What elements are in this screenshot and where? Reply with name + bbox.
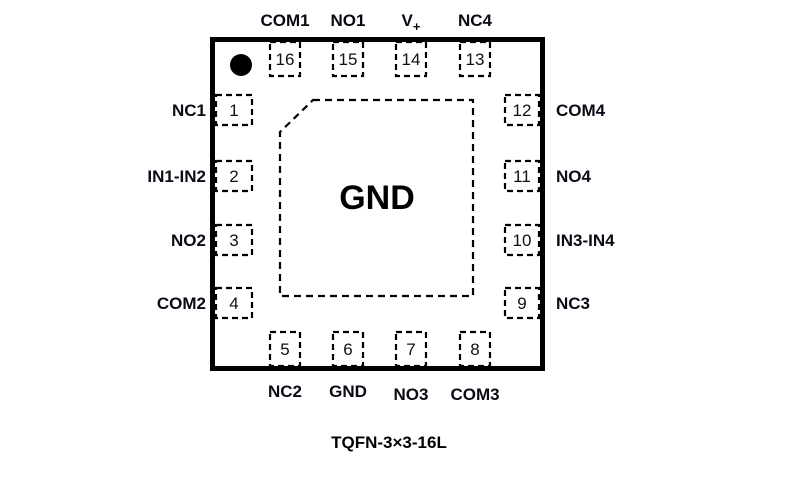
pin-number: 9 (517, 294, 526, 313)
pin-label: COM1 (260, 11, 309, 30)
pin-2: 2 IN1-IN2 (147, 159, 254, 193)
pin-pad-outline (214, 93, 254, 127)
pin-number: 11 (513, 167, 531, 186)
pin1-marker-dot (230, 54, 252, 76)
pin-label-subscript: + (413, 19, 421, 34)
pin-label-text: NO3 (394, 385, 429, 404)
pin-label: NO1 (331, 11, 366, 30)
pin-label: NO2 (171, 231, 206, 250)
pin-pad-outline (503, 93, 541, 127)
pin-15: 15 NO1 (331, 11, 366, 78)
pin-label: NO3 (394, 385, 429, 404)
pin-label-text: NO2 (171, 231, 206, 250)
pin-number: 6 (343, 340, 352, 359)
pin-label: NC3 (556, 294, 590, 313)
pin-number: 12 (513, 101, 532, 120)
pins-layer: 16COM115NO114V+13NC45NC26GND7NO38COM31NC… (147, 11, 615, 404)
pin-number: 8 (470, 340, 479, 359)
pin-number: 4 (229, 294, 238, 313)
pin-label-text: IN3-IN4 (556, 231, 615, 250)
pin-label-text: COM2 (157, 294, 206, 313)
pin-number: 1 (229, 101, 238, 120)
pin-pad-outline (394, 40, 428, 78)
exposed-pad-label: GND (339, 179, 415, 217)
package-body (210, 37, 545, 371)
pin-9: 9 NC3 (503, 286, 590, 320)
pin-label-text: COM3 (450, 385, 499, 404)
pin-pad-outline (503, 286, 541, 320)
pin-label: COM2 (157, 294, 206, 313)
pin-pad-outline (268, 330, 302, 368)
pin-3: 3 NO2 (171, 223, 254, 257)
pin-label: V+ (402, 11, 421, 34)
pin-number: 2 (229, 167, 238, 186)
package-name: TQFN-3×3-16L (331, 433, 447, 452)
pin-pad-outline (214, 223, 254, 257)
pin-label: IN1-IN2 (147, 167, 206, 186)
pin-pad-outline (214, 286, 254, 320)
pin-13: 13 NC4 (458, 11, 493, 78)
pin-pad-outline (458, 40, 492, 78)
pin-number: 3 (229, 231, 238, 250)
pin-label-text: NC4 (458, 11, 493, 30)
pin-label: COM4 (556, 101, 606, 120)
pin-11: 11 NO4 (503, 159, 592, 193)
pin-10: 10 IN3-IN4 (503, 223, 615, 257)
pin-pad-outline (458, 330, 492, 368)
pin-1: 1 NC1 (172, 93, 254, 127)
pin-label: IN3-IN4 (556, 231, 615, 250)
pin-label-text: COM1 (260, 11, 309, 30)
pin-label-text: NC3 (556, 294, 590, 313)
pin-14: 14 V+ (394, 11, 428, 78)
pin-4: 4 COM2 (157, 286, 254, 320)
pin-label: COM3 (450, 385, 499, 404)
pin-label: NC2 (268, 382, 302, 401)
pin-pad-outline (503, 159, 541, 193)
pin-label-text: IN1-IN2 (147, 167, 206, 186)
pin-label: NO4 (556, 167, 592, 186)
pin-16: 16 COM1 (260, 11, 310, 78)
pin-number: 7 (406, 340, 415, 359)
pin-label-text: GND (329, 382, 367, 401)
pin-number: 14 (402, 50, 421, 69)
pin-12: 12 COM4 (503, 93, 606, 127)
exposed-pad-outline (278, 98, 475, 298)
pin-pad-outline (503, 223, 541, 257)
pin-number: 16 (276, 50, 295, 69)
pin-label-text: NO1 (331, 11, 366, 30)
pin-number: 13 (466, 50, 485, 69)
pin-number: 15 (339, 50, 358, 69)
pin-pad-outline (331, 330, 365, 368)
pin-label-text: COM4 (556, 101, 606, 120)
pin-label: GND (329, 382, 367, 401)
pin-pad-outline (394, 330, 428, 368)
pin-label: NC4 (458, 11, 493, 30)
pin-pad-outline (331, 40, 365, 78)
pin-label-text: NC1 (172, 101, 206, 120)
pin-label-text: V (402, 11, 414, 30)
pin-label: NC1 (172, 101, 206, 120)
pin-pad-outline (268, 40, 302, 78)
pin-label-text: NC2 (268, 382, 302, 401)
pin-number: 10 (513, 231, 532, 250)
pin-number: 5 (280, 340, 289, 359)
pin-pad-outline (214, 159, 254, 193)
pin-label-text: NO4 (556, 167, 592, 186)
